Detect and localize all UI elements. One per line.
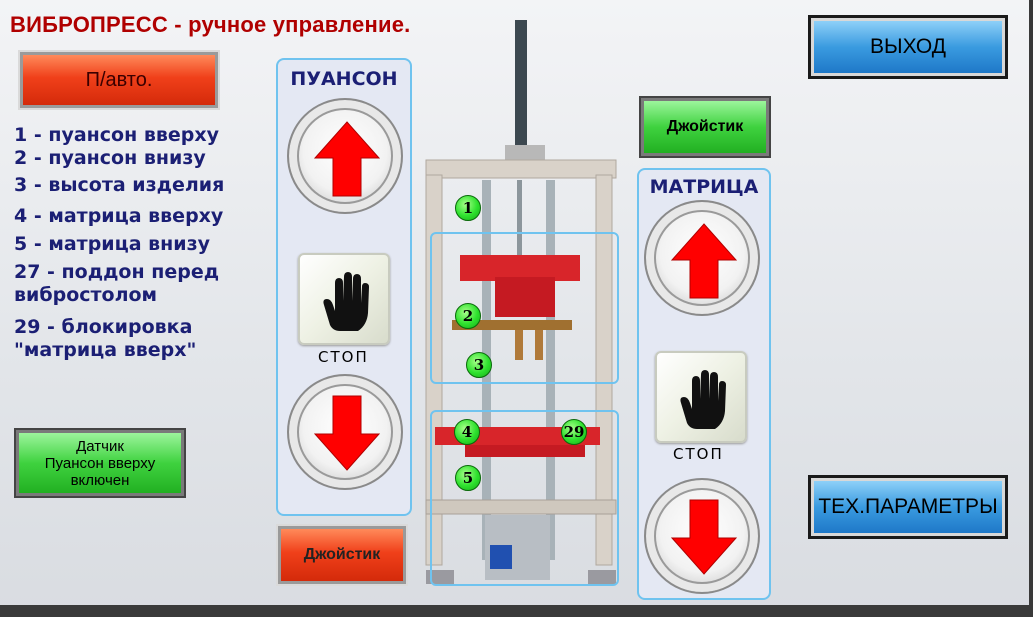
- matrix-stop-label: СТОП: [673, 445, 724, 463]
- legend-item: 3 - высота изделия: [14, 174, 225, 196]
- legend-item: 2 - пуансон внизу: [14, 147, 206, 169]
- window-frame-bottom: [0, 605, 1033, 617]
- punch-panel-title: ПУАНСОН: [290, 68, 398, 90]
- sensor-indicator-4: 4: [454, 419, 480, 445]
- punch-down-button[interactable]: [287, 374, 403, 490]
- punch-up-button[interactable]: [287, 98, 403, 214]
- legend-item: 4 - матрица вверху: [14, 205, 224, 227]
- exit-button[interactable]: ВЫХОД: [808, 15, 1008, 79]
- matrix-up-button[interactable]: [644, 200, 760, 316]
- joystick-button-green[interactable]: Джойстик: [639, 96, 771, 158]
- tech-params-button[interactable]: ТЕХ.ПАРАМЕТРЫ: [808, 475, 1008, 539]
- sensor-indicator-29: 29: [561, 419, 587, 445]
- arrow-down-icon: [670, 499, 738, 575]
- sensor-indicator-5: 5: [455, 465, 481, 491]
- window-frame-right: [1029, 0, 1033, 617]
- joystick-label: Джойстик: [666, 118, 744, 135]
- auto-mode-label: П/авто.: [85, 68, 153, 91]
- matrix-stop-button[interactable]: [655, 351, 747, 443]
- arrow-down-icon: [313, 395, 381, 471]
- exit-label: ВЫХОД: [869, 35, 946, 58]
- legend-item: 5 - матрица внизу: [14, 233, 211, 255]
- joystick-label: Джойстик: [303, 546, 381, 563]
- sensor-indicator-3: 3: [466, 352, 492, 378]
- joystick-button-red[interactable]: Джойстик: [276, 524, 408, 586]
- sensor-status-line: Датчик: [76, 437, 124, 455]
- legend-item: 1 - пуансон вверху: [14, 124, 220, 146]
- sensor-status-button[interactable]: Датчик Пуансон вверху включен: [14, 428, 186, 498]
- arrow-up-icon: [670, 223, 738, 299]
- matrix-zone-frame: [430, 410, 619, 586]
- matrix-panel-title: МАТРИЦА: [649, 176, 759, 198]
- tech-params-label: ТЕХ.ПАРАМЕТРЫ: [818, 495, 998, 518]
- punch-stop-label: СТОП: [318, 348, 369, 366]
- arrow-up-icon: [313, 121, 381, 197]
- legend-item: вибростолом: [14, 284, 158, 306]
- sensor-status-line: включен: [70, 471, 130, 489]
- punch-zone-frame: [430, 232, 619, 384]
- matrix-down-button[interactable]: [644, 478, 760, 594]
- stop-hand-icon: [323, 272, 369, 331]
- punch-stop-button[interactable]: [298, 253, 390, 345]
- auto-mode-button[interactable]: П/авто.: [18, 50, 220, 110]
- sensor-indicator-2: 2: [455, 303, 481, 329]
- sensor-legend: 1 - пуансон вверху 2 - пуансон внизу 3 -…: [14, 124, 224, 362]
- sensor-indicator-1: 1: [455, 195, 481, 221]
- legend-item: 29 - блокировка: [14, 316, 193, 338]
- page-title: ВИБРОПРЕСС - ручное управление.: [10, 12, 411, 37]
- legend-item: 27 - поддон перед: [14, 261, 220, 283]
- sensor-status-line: Пуансон вверху: [44, 454, 156, 472]
- legend-item: "матрица вверх": [14, 339, 197, 361]
- stop-hand-icon: [680, 370, 726, 429]
